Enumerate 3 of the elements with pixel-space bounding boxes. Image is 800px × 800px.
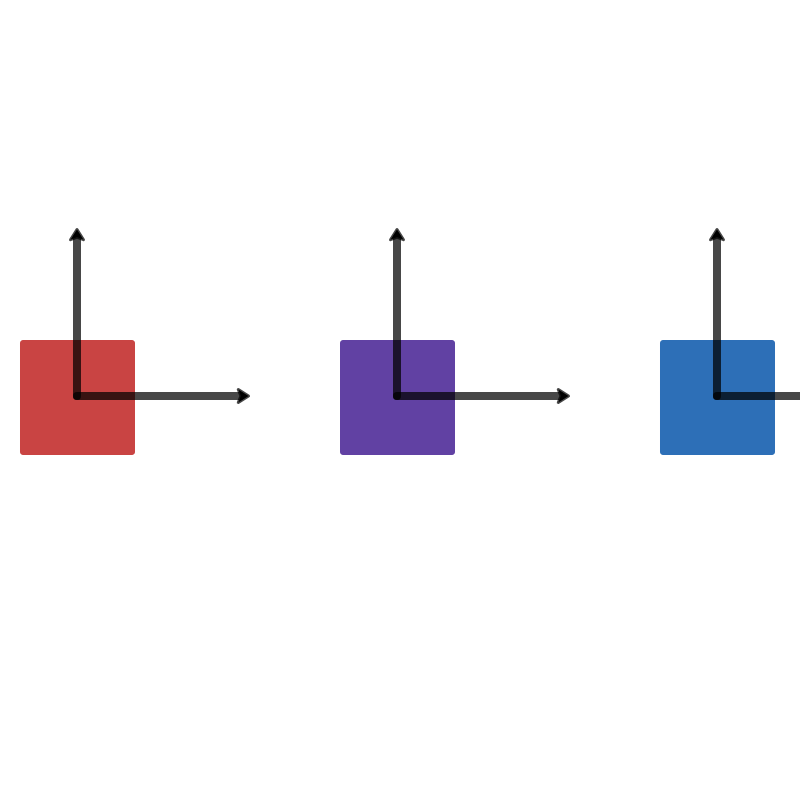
square bbox=[340, 340, 455, 455]
square bbox=[660, 340, 775, 455]
square bbox=[20, 340, 135, 455]
